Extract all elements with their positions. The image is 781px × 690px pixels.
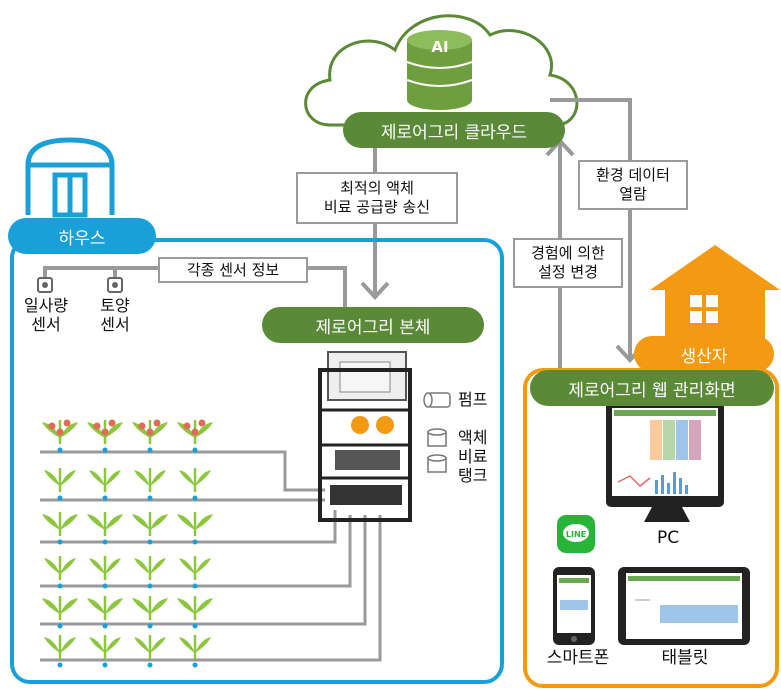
plant-icon — [177, 512, 213, 545]
plant-icon — [132, 419, 168, 453]
plant-icon — [87, 512, 123, 545]
env-data-line1: 환경 데이터 — [596, 166, 670, 185]
house-label: 하우스 — [8, 218, 156, 254]
house-area — [10, 238, 504, 684]
plant-icon — [134, 468, 166, 501]
plant-icon — [42, 419, 78, 453]
tank-line3: 탱크 — [458, 466, 488, 486]
env-data-line2: 열람 — [619, 185, 647, 203]
solar-sensor-line1: 일사량 — [23, 296, 69, 315]
plant-icon — [132, 596, 168, 629]
optimal-supply-line1: 최적의 액체 — [340, 179, 414, 198]
smartphone-label: 스마트폰 — [546, 648, 610, 668]
solar-sensor-line2: 센서 — [31, 315, 61, 335]
plant-icon — [42, 596, 78, 629]
sensor-info-text: 각종 센서 정보 — [186, 260, 280, 279]
plant-icon — [177, 596, 213, 629]
plant-icon — [89, 556, 121, 589]
irrigation-pipes — [40, 450, 382, 662]
plant-icon — [87, 419, 123, 453]
soil-sensor-label: 토양 센서 — [90, 296, 140, 334]
solar-sensor-icon — [37, 277, 53, 293]
tank-line2: 비료 — [458, 447, 488, 467]
main-unit-label: 제로어그리 본체 — [262, 307, 484, 343]
plant-icon — [179, 468, 211, 501]
tablet-label: 태블릿 — [661, 648, 709, 668]
line-app-text: LINE — [566, 530, 586, 539]
producer-label: 생산자 — [634, 336, 774, 372]
solar-sensor-label: 일사량 센서 — [18, 296, 74, 334]
settings-change-box: 경험에 의한 설정 변경 — [513, 238, 623, 288]
main-unit-machine — [318, 351, 412, 522]
ai-database-icon — [406, 30, 473, 110]
pump-icon — [423, 392, 451, 408]
plant-icon — [89, 635, 121, 668]
plant-icon — [134, 635, 166, 668]
plant-icon — [177, 419, 213, 453]
plant-icon — [132, 512, 168, 545]
soil-sensor-icon — [107, 277, 123, 293]
web-ui-label: 제로어그리 웹 관리화면 — [530, 370, 774, 406]
plant-icon — [134, 556, 166, 589]
plant-rows — [42, 419, 213, 668]
smartphone-icon — [553, 567, 595, 645]
pump-label: 펌프 — [458, 390, 488, 409]
plant-icon — [44, 556, 76, 589]
optimal-supply-line2: 비료 공급량 송신 — [323, 198, 431, 216]
tank-line1: 액체 — [458, 428, 488, 447]
tablet-icon — [618, 567, 750, 645]
plant-icon — [87, 596, 123, 629]
greenhouse-icon — [25, 137, 115, 218]
tank-label: 액체 비료 탱크 — [458, 428, 487, 486]
ai-label: AI — [431, 38, 449, 56]
producer-house-icon — [650, 245, 780, 340]
plant-icon — [179, 556, 211, 589]
plant-icon — [89, 468, 121, 501]
sensor-info-box: 각종 센서 정보 — [158, 257, 308, 283]
plant-icon — [44, 635, 76, 668]
tank-icon — [427, 428, 447, 473]
env-data-box: 환경 데이터 열람 — [578, 160, 688, 210]
pc-label: PC — [656, 528, 680, 548]
line-app-icon: LINE — [557, 515, 595, 553]
soil-sensor-line2: 센서 — [100, 315, 130, 335]
plant-icon — [179, 635, 211, 668]
pc-monitor-icon — [606, 402, 724, 522]
optimal-supply-box: 최적의 액체 비료 공급량 송신 — [296, 172, 458, 224]
settings-change-line2: 설정 변경 — [538, 263, 598, 281]
cloud-label: 제로어그리 클라우드 — [343, 112, 565, 148]
settings-change-line1: 경험에 의한 — [531, 244, 605, 263]
plant-icon — [44, 468, 76, 501]
plant-icon — [42, 512, 78, 545]
soil-sensor-line1: 토양 — [100, 296, 130, 315]
